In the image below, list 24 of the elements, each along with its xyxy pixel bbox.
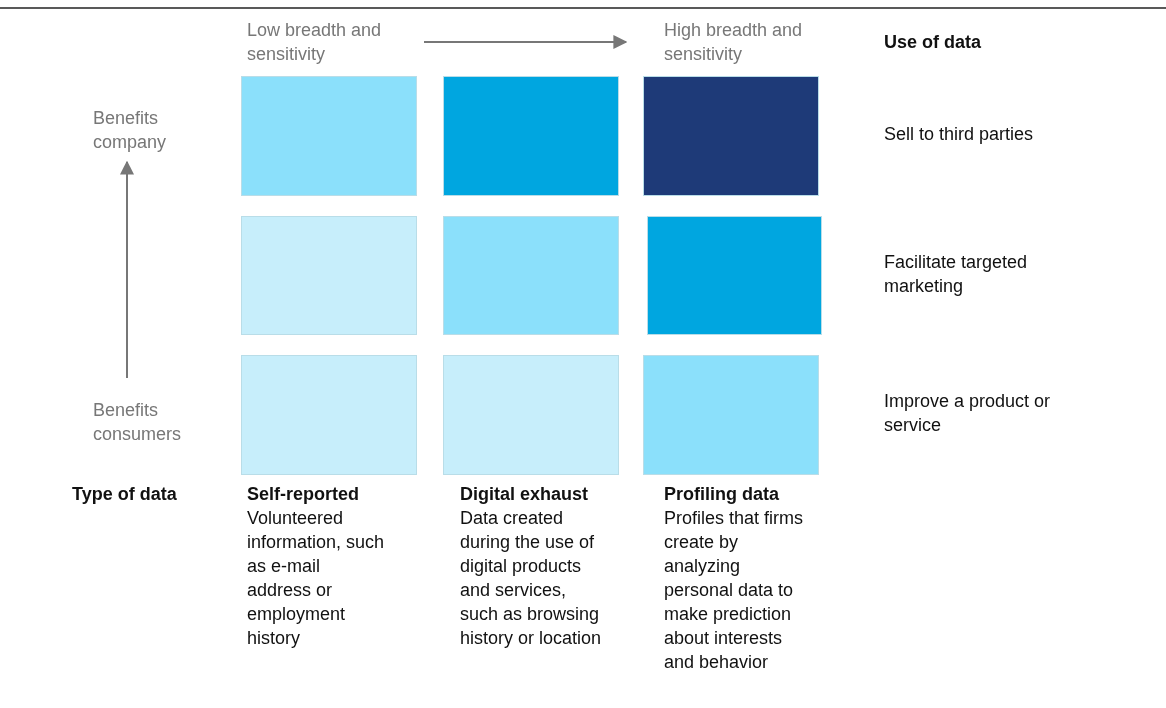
square-tile (444, 356, 618, 474)
axis-label: Benefits company (93, 107, 168, 154)
category-title: Digital exhaust (460, 483, 589, 506)
category-description: Volunteered information, such as e-mail address or employment history (247, 507, 385, 650)
category-description: Data created during the use of digital products and services, such as browsing history or location (460, 507, 602, 650)
category-description: Profiles that firms create by analyzing personal data to make prediction about interests and behavior (664, 507, 805, 674)
square-tile (644, 356, 818, 474)
axis-label: Low breadth and sensitivity (247, 19, 383, 66)
row-label: Sell to third parties (884, 123, 1034, 146)
square-tile (648, 217, 821, 334)
row-label: Improve a product or service (884, 390, 1052, 437)
square-tile (644, 77, 818, 195)
axis-label: High breadth and sensitivity (664, 19, 804, 66)
row-label: Facilitate targeted marketing (884, 251, 1029, 298)
square-tile (444, 77, 618, 195)
square-tile (242, 77, 416, 195)
square-tile (242, 356, 416, 474)
axis-label: Benefits consumers (93, 399, 183, 446)
square-tile (444, 217, 618, 334)
square-tile (242, 217, 416, 334)
column-heading: Use of data (884, 31, 982, 54)
category-title: Self-reported (247, 483, 360, 506)
row-heading: Type of data (72, 483, 177, 506)
category-title: Profiling data (664, 483, 779, 506)
